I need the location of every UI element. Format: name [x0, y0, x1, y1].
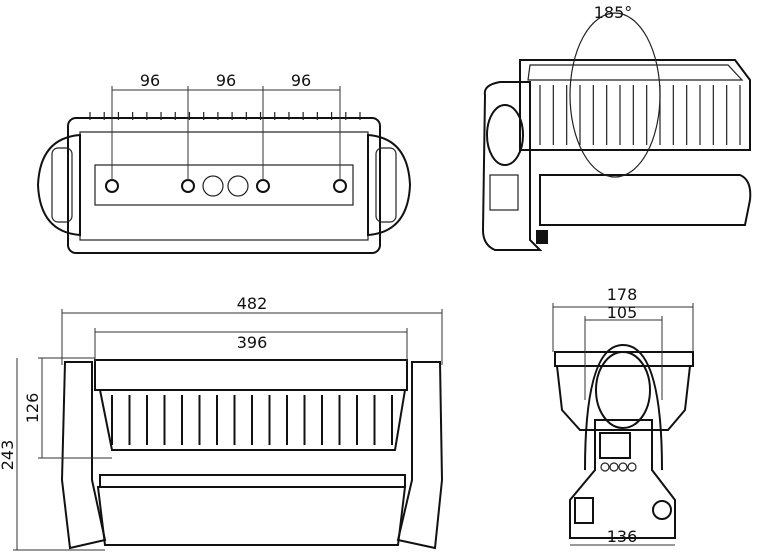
- head-width-label: 396: [237, 333, 268, 352]
- lens: [595, 351, 651, 429]
- yoke-right: [396, 361, 444, 550]
- top-body-outline: [67, 117, 381, 254]
- mount-hole: [333, 179, 347, 193]
- top-body-inner: [79, 131, 369, 241]
- top-edge-fins: [89, 112, 361, 120]
- overall-depth-label: 178: [607, 285, 638, 304]
- head-top: [554, 351, 694, 367]
- control-button: [600, 462, 610, 472]
- mount-hole: [105, 179, 119, 193]
- tilt-angle-label: 185°: [594, 3, 633, 22]
- head-body: [98, 389, 407, 451]
- control-button: [609, 462, 619, 472]
- base-width-label: 136: [607, 527, 638, 546]
- mount-hole: [256, 179, 270, 193]
- head-height-label: 126: [23, 393, 42, 424]
- center-hole: [227, 175, 249, 197]
- lens-width-label: 105: [607, 303, 638, 322]
- yoke-arc: [584, 343, 663, 471]
- control-buttons: [600, 462, 637, 472]
- output-connector: [652, 500, 672, 520]
- head-fins: [111, 395, 393, 445]
- head-fins: [539, 85, 741, 145]
- control-button: [627, 462, 637, 472]
- mount-plate: [94, 164, 354, 206]
- center-hole: [202, 175, 224, 197]
- head-top: [527, 64, 744, 81]
- control-button: [618, 462, 628, 472]
- head-top: [94, 359, 408, 391]
- lens: [486, 104, 524, 166]
- mount-hole: [181, 179, 195, 193]
- input-connector: [574, 497, 594, 524]
- dim-96-a: 96: [140, 71, 160, 90]
- dim-96-c: 96: [291, 71, 311, 90]
- side-view: 178 105 136: [552, 285, 694, 546]
- front-view: 482 396 126 243: [0, 294, 444, 551]
- display-screen: [599, 432, 631, 459]
- connector: [536, 230, 548, 244]
- display-panel: [489, 174, 519, 211]
- base-body: [569, 419, 676, 539]
- tilt-arc: [569, 12, 661, 178]
- base: [96, 486, 407, 546]
- overall-height-label: 243: [0, 440, 17, 471]
- dim-96-b: 96: [216, 71, 236, 90]
- base-top: [99, 474, 406, 488]
- base: [539, 174, 752, 226]
- perspective-view: 185°: [481, 3, 752, 251]
- left-end-cap: [36, 133, 81, 237]
- right-handle: [375, 147, 397, 223]
- right-end-cap: [367, 133, 412, 237]
- head-outline: [519, 59, 751, 151]
- overall-width-label: 482: [237, 294, 268, 313]
- left-handle: [51, 147, 73, 223]
- head-body: [555, 365, 692, 431]
- top-view: 96 96 96: [36, 71, 412, 254]
- yoke-arm-left: [481, 81, 543, 251]
